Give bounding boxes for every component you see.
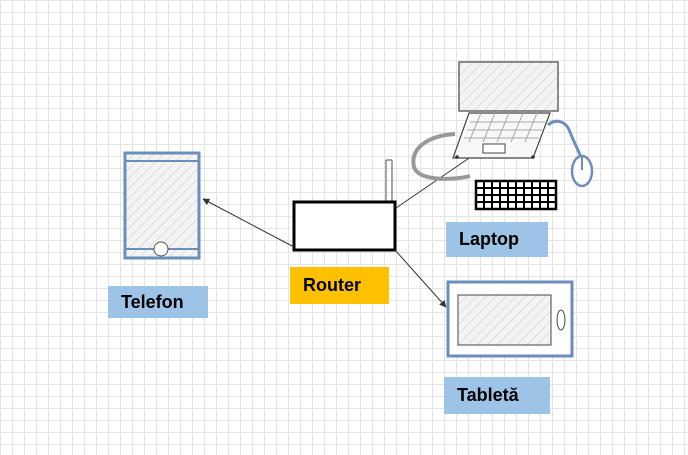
router-label: Router — [290, 267, 389, 304]
arrow-router-tableta — [394, 249, 447, 308]
tableta-label: Tabletă — [444, 377, 550, 414]
arrow-router-telefon — [202, 198, 295, 248]
laptop-label: Laptop — [446, 222, 548, 257]
tableta-icon — [446, 280, 574, 358]
keyboard-icon — [474, 179, 558, 211]
telefon-icon — [123, 151, 201, 260]
mouse-icon — [547, 119, 594, 188]
router-icon — [292, 159, 397, 252]
telefon-label: Telefon — [108, 286, 208, 318]
laptop-icon — [411, 61, 559, 181]
